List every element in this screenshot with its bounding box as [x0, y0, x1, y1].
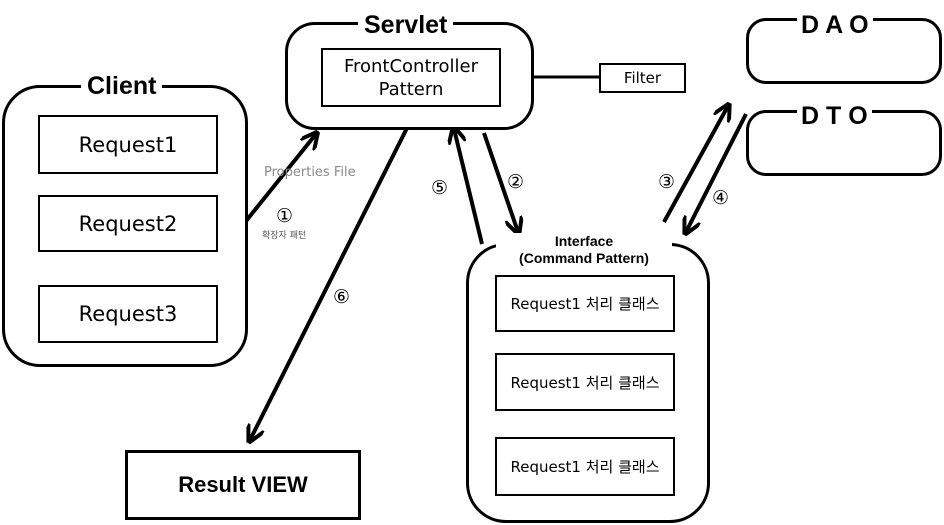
interface-title-line1: Interface [554, 233, 614, 249]
properties-file-label: Properties File [264, 165, 356, 180]
client-request-2: Request2 [38, 195, 218, 252]
dto-title: D T O [797, 102, 872, 130]
client-request-3: Request3 [38, 285, 218, 343]
filter-box: Filter [599, 63, 686, 93]
step-5-marker: ⑤ [431, 177, 449, 199]
client-title: Client [81, 72, 163, 100]
arrow-step-3 [662, 106, 728, 223]
front-controller-box: FrontController Pattern [321, 48, 501, 107]
result-view-box: Result VIEW [125, 450, 361, 520]
handler-class-2: Request1 처리 클래스 [495, 353, 675, 411]
front-controller-label-line1: FrontController [343, 55, 479, 77]
arrow-step-2 [482, 132, 518, 232]
arrow-step-4 [686, 113, 748, 232]
arrow-step-6 [250, 127, 409, 440]
client-request-1: Request1 [38, 115, 218, 174]
handler-class-1: Request1 처리 클래스 [495, 275, 675, 332]
extension-pattern-label: 확장자 패턴 [262, 231, 307, 241]
dao-title: D A O [797, 11, 873, 39]
step-4-marker: ④ [712, 187, 730, 209]
step-1-marker: ① [276, 205, 294, 227]
step-3-marker: ③ [658, 171, 676, 193]
front-controller-label-line2: Pattern [378, 78, 444, 100]
arrow-step-5 [454, 129, 484, 245]
interface-title: Interface (Command Pattern) [496, 233, 672, 267]
interface-title-line2: (Command Pattern) [519, 250, 649, 266]
handler-class-3: Request1 처리 클래스 [495, 437, 675, 496]
arrow-step-1 [244, 134, 316, 223]
step-2-marker: ② [507, 171, 525, 193]
step-6-marker: ⑥ [333, 286, 351, 308]
servlet-title: Servlet [358, 11, 454, 39]
